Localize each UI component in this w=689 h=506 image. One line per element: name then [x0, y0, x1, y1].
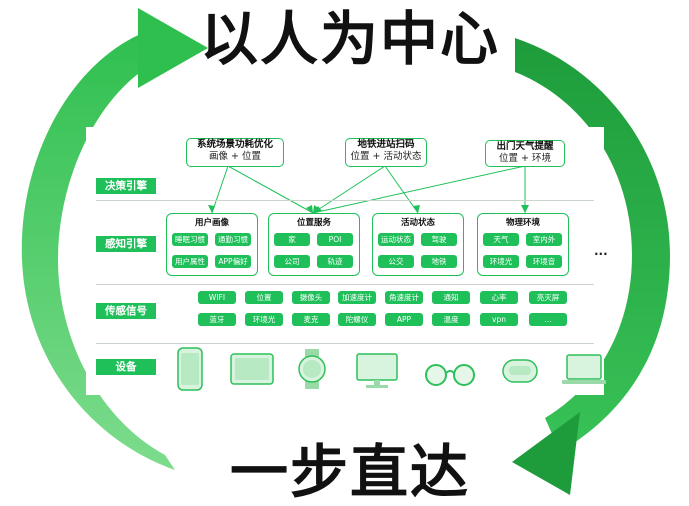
row-label-devices: 设备: [96, 359, 156, 375]
signal-chip: 温度: [432, 313, 470, 326]
laptop-icon: [562, 354, 606, 384]
glasses-icon: [425, 364, 475, 386]
bottom-title: 一步直达: [229, 438, 470, 506]
chip: 通勤习惯: [215, 233, 251, 246]
row-label-sensor-signals: 传感信号: [96, 303, 156, 319]
scenario-title: 地铁进站扫码: [357, 139, 415, 150]
scenario-box: 系统场景功耗优化 画像 + 位置: [186, 138, 284, 167]
chip: 环境音: [526, 255, 562, 268]
signal-chip: 摄像头: [292, 291, 330, 304]
divider: [96, 343, 594, 344]
chip: 环境光: [483, 255, 519, 268]
chip: POI: [317, 233, 353, 246]
chip: 家: [274, 233, 310, 246]
signal-chip: 角速度计: [385, 291, 423, 304]
signal-chip: APP: [385, 313, 423, 326]
chip: 驾驶: [421, 233, 457, 246]
chip: 轨迹: [317, 255, 353, 268]
scenario-inputs: 位置 + 环境: [499, 153, 551, 164]
more-ellipsis: ...: [594, 244, 608, 258]
group-activity-state: 活动状态 运动状态 驾驶 公交 地铁: [372, 213, 464, 276]
chip: 天气: [483, 233, 519, 246]
chip: 公司: [274, 255, 310, 268]
scenario-title: 系统场景功耗优化: [196, 139, 273, 150]
earbuds-case-icon: [502, 359, 538, 383]
scenario-box: 出门天气提醒 位置 + 环境: [485, 140, 565, 167]
group-user-profile: 用户画像 睡眠习惯 通勤习惯 用户属性 APP偏好: [166, 213, 258, 276]
monitor-icon: [356, 353, 398, 388]
right-arrowhead-icon: [512, 412, 580, 495]
smartwatch-icon: [298, 349, 326, 389]
main-title: 以人为中心: [199, 5, 500, 73]
row-label-perception-engine: 感知引擎: [96, 236, 156, 252]
signal-chip: 陀螺仪: [338, 313, 376, 326]
phone-icon: [177, 347, 203, 391]
chip: 运动状态: [378, 233, 414, 246]
chip: APP偏好: [215, 255, 251, 268]
chip: 用户属性: [172, 255, 208, 268]
group-title: 活动状态: [400, 218, 435, 228]
signal-chip: 加速度计: [338, 291, 376, 304]
chip: 睡眠习惯: [172, 233, 208, 246]
signal-chip: WIFI: [198, 291, 236, 304]
signal-chip: vpn: [480, 313, 518, 326]
scenario-inputs: 位置 + 活动状态: [350, 151, 422, 162]
group-title: 用户画像: [194, 218, 229, 228]
group-physical-environment: 物理环境 天气 室内外 环境光 环境音: [477, 213, 569, 276]
chip: 室内外: [526, 233, 562, 246]
right-cycle-arrow: [515, 38, 670, 452]
divider: [96, 284, 594, 285]
scenario-inputs: 画像 + 位置: [209, 151, 261, 162]
signal-chip: 麦克: [292, 313, 330, 326]
left-arrowhead-icon: [138, 8, 208, 88]
chip: 公交: [378, 255, 414, 268]
row-label-decision-engine: 决策引擎: [96, 178, 156, 194]
group-location-service: 位置服务 家 POI 公司 轨迹: [268, 213, 360, 276]
signal-chip: 环境光: [245, 313, 283, 326]
tablet-icon: [230, 353, 274, 385]
left-cycle-arrow: [21, 30, 175, 470]
signal-chip: 亮灭屏: [529, 291, 567, 304]
signal-chip: ...: [529, 313, 567, 326]
signal-chip: 心率: [480, 291, 518, 304]
scenario-box: 地铁进站扫码 位置 + 活动状态: [345, 138, 427, 167]
signal-chip: 位置: [245, 291, 283, 304]
signal-chip: 通知: [432, 291, 470, 304]
group-title: 物理环境: [505, 218, 540, 228]
scenario-title: 出门天气提醒: [496, 141, 554, 152]
chip: 地铁: [421, 255, 457, 268]
group-title: 位置服务: [296, 218, 331, 228]
divider: [96, 200, 594, 201]
signal-chip: 蓝牙: [198, 313, 236, 326]
